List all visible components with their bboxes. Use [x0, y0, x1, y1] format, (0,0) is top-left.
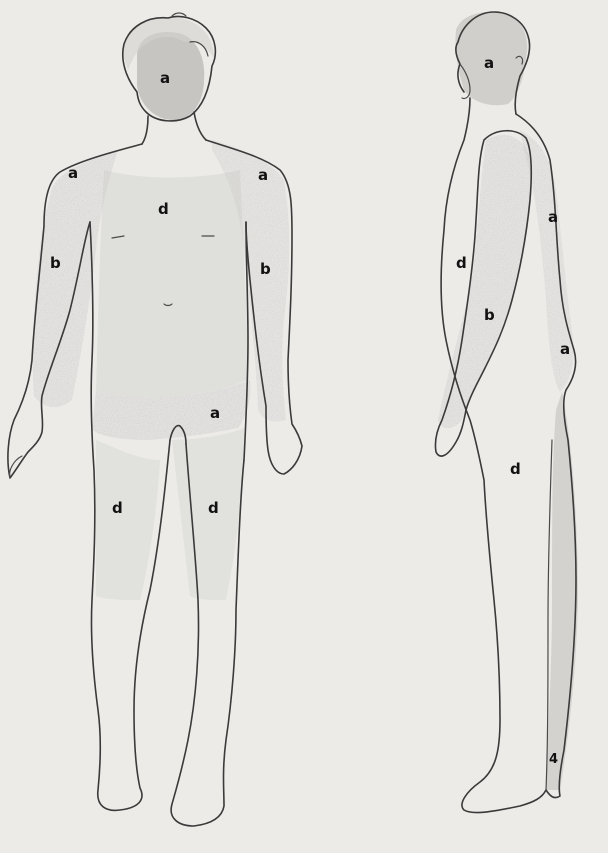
label-front-head: a	[160, 69, 170, 87]
label-side-head: a	[484, 54, 494, 72]
front-shading	[33, 17, 290, 600]
label-front-arm-left: b	[50, 254, 61, 272]
side-shading	[438, 12, 578, 790]
label-side-buttock: a	[560, 340, 570, 358]
label-side-back: a	[548, 208, 558, 226]
label-side-calf: 4	[549, 752, 558, 767]
label-front-thigh-left: d	[112, 499, 123, 517]
label-front-chest: d	[158, 200, 169, 218]
label-side-arm: b	[484, 306, 495, 324]
label-side-leg: d	[510, 460, 521, 478]
label-front-thigh-right: d	[208, 499, 219, 517]
label-front-shoulder-left: a	[68, 164, 78, 182]
label-front-groin: a	[210, 404, 220, 422]
label-side-trunk: d	[456, 254, 467, 272]
label-front-arm-right: b	[260, 260, 271, 278]
label-front-shoulder-right: a	[258, 166, 268, 184]
